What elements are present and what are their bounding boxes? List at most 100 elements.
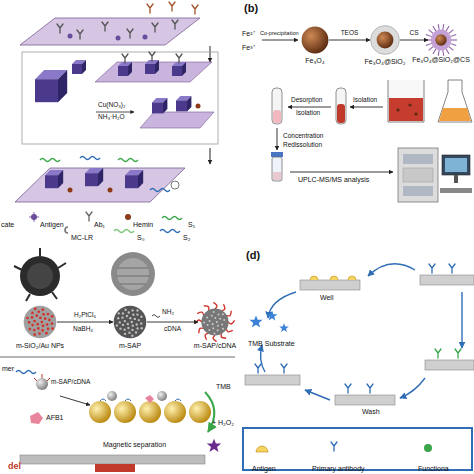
panel-a-illustration (20, 18, 200, 45)
particle-shape (217, 329, 219, 331)
panel-b-illustration (271, 152, 283, 157)
panel-b-illustration (290, 172, 393, 173)
annotation-label: TMB Substrate (248, 340, 295, 347)
particle-shape (128, 332, 130, 334)
particle-shape (35, 314, 38, 317)
reaction-arrow (147, 322, 198, 323)
particle-shape (121, 316, 123, 318)
particle-shape (140, 316, 142, 318)
particle-shape (131, 309, 133, 311)
particle-shape (221, 324, 223, 326)
panel-a-illustration (122, 54, 128, 63)
panel-a-illustration (77, 30, 83, 39)
annotation-label: Isolation (296, 110, 320, 117)
panel-d-illustration (310, 276, 356, 280)
panel-b-illustration (403, 186, 433, 196)
annotation-label: Co-precipitation (260, 31, 299, 37)
panel-b-illustration (442, 155, 470, 175)
particle-shape (219, 318, 221, 320)
panel-b-illustration (440, 188, 472, 193)
particle-shape (116, 324, 118, 326)
particle-shape (117, 317, 119, 319)
panel-a-illustration (125, 170, 143, 188)
panel-a-illustration (171, 181, 179, 189)
panel-a-illustration (127, 29, 133, 38)
panel-b-illustration (336, 88, 346, 124)
panel-c-illustration (0, 248, 235, 472)
panel-d-illustration (368, 264, 415, 276)
panel-d-illustration (400, 378, 425, 398)
particle-shape (428, 27, 454, 53)
panel-c-illustration (107, 391, 117, 401)
particle-label: m-SiO₂/Au NPs (16, 342, 64, 349)
panel-c-illustration (0, 357, 235, 358)
panel-a-illustration (57, 24, 63, 33)
panel-b-illustration (277, 128, 278, 150)
panel-b-illustration (445, 158, 467, 172)
annotation-label: Desorption (291, 97, 322, 104)
particle-shape (435, 34, 446, 45)
legend-item: S₀ (137, 226, 145, 244)
annotation-label: Well (320, 294, 333, 301)
panel-c-illustration (189, 401, 211, 423)
reagent-label: cDNA (164, 326, 181, 333)
particle-shape (371, 26, 400, 55)
particle-shape (33, 333, 36, 336)
particle-shape (226, 311, 231, 316)
particle-node: Fe₃O₄@SiO₂@CS (428, 27, 454, 53)
panel-b-illustration (272, 88, 282, 124)
particle-shape (131, 321, 133, 323)
panel-a-illustration (118, 159, 138, 162)
panel-a-illustration (72, 60, 86, 74)
particle-shape (33, 320, 36, 323)
annotation-label: del (8, 462, 21, 471)
particle-shape (135, 331, 137, 333)
panel-c-illustration (117, 258, 149, 290)
particle-shape (46, 323, 49, 326)
annotation-label: NH₂ (162, 309, 174, 316)
particle-shape (118, 312, 120, 314)
particle-shape (222, 328, 224, 330)
particle-shape (23, 305, 57, 339)
particle-shape (226, 328, 233, 331)
panel-c-illustration (114, 401, 136, 423)
panel-a-illustration (172, 20, 178, 29)
panel-b-illustration (398, 148, 438, 202)
panel-a-illustration (149, 52, 155, 61)
panel-c-illustration (30, 412, 43, 424)
particle-shape (131, 329, 133, 331)
particle-shape (122, 324, 124, 326)
particle-shape (47, 313, 50, 316)
particle-shape (302, 27, 329, 54)
particle-shape (211, 315, 213, 317)
panel-c-illustration (116, 268, 150, 284)
particle-shape (213, 332, 215, 334)
panel-a-illustration (172, 62, 186, 76)
particle-shape (425, 39, 431, 40)
particle-node: m-SiO₂/Au NPs (23, 305, 57, 339)
particle-shape (433, 49, 436, 54)
annotation-label: Fe²⁺ (242, 30, 255, 37)
panel-c-illustration (157, 391, 167, 401)
panel-c-illustration (95, 464, 135, 472)
particle-shape (36, 323, 39, 326)
particle-shape (438, 50, 439, 56)
particle-shape (124, 320, 126, 322)
particle-shape (204, 306, 209, 311)
annotation-label: Cu(NO₃)₂ (98, 102, 126, 109)
particle-shape (41, 308, 44, 311)
legend-text: S₁ (188, 221, 195, 228)
reagent-label: TEOS (341, 30, 359, 37)
panel-a-illustration (116, 36, 121, 41)
panel-c-illustration (100, 399, 181, 401)
panel-d-illustration (300, 280, 360, 290)
panel-a-illustration (192, 5, 198, 14)
panel-c-illustration (27, 263, 53, 289)
reagent-label: H₂PtCl₆ (74, 312, 96, 319)
particle-shape (443, 24, 444, 30)
panel-b-illustration (272, 157, 282, 181)
panel-c-illustration (111, 252, 155, 296)
particle-shape (114, 306, 147, 339)
particle-shape (195, 320, 202, 324)
reaction-arrow (400, 40, 428, 41)
